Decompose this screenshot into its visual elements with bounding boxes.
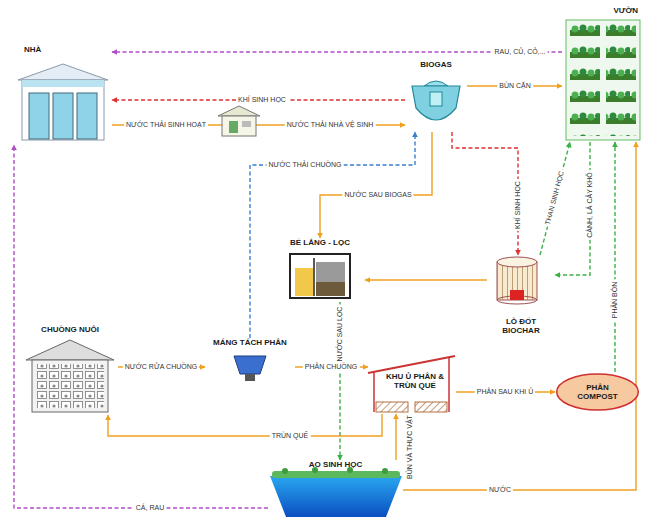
node-label: AO SINH HỌC [309, 460, 362, 469]
flow-label: THAN SINH HỌC [543, 168, 566, 227]
flow-label: RAU, CỦ, CỎ,... [493, 48, 548, 56]
compost-shed-icon [368, 356, 455, 412]
flow-label: PHÂN CHUỒNG [303, 363, 360, 371]
biogas-tank-icon [412, 81, 460, 120]
ellipse-shape [557, 374, 639, 410]
flow-label: BÙN VÀ THỰC VẬT [406, 413, 414, 481]
compost-ellipse: PHÂN COMPOST [555, 372, 640, 412]
barn-node: CHUỒNG NUÔI [22, 325, 118, 415]
flow-label: NƯỚC [487, 486, 513, 494]
pond-node: AO SINH HỌC [268, 460, 403, 518]
manure-separator-icon [234, 356, 266, 381]
node-label: LÒ ĐỐT BIOCHAR [490, 317, 552, 335]
flow-label: PHÂN SAU KHI Ủ [475, 388, 535, 396]
node-label: NHÀ [24, 45, 41, 54]
flow-arrow [108, 414, 382, 436]
node-label: PHÂN COMPOST [568, 383, 628, 401]
biochar-kiln-icon [497, 257, 537, 304]
node-label: VƯỜN [613, 6, 638, 15]
flow-arrow [403, 142, 636, 490]
flow-arrow [395, 414, 396, 460]
node-label: CHUỒNG NUÔI [41, 325, 99, 334]
biochar-kiln-node: LÒ ĐỐT BIOCHAR [487, 255, 555, 335]
flow-label: NƯỚC THẢI SINH HOẠT [124, 121, 208, 129]
flow-label: PHÂN BÓN [611, 280, 619, 321]
barn-icon [26, 340, 114, 412]
flow-arrow [14, 145, 268, 508]
biogas-node: BIOGAS [405, 60, 467, 132]
house-node: NHÀ [12, 45, 112, 145]
flow-label: NƯỚC SAU LỌC [336, 305, 344, 364]
node-label: MÁNG TÁCH PHÂN [213, 338, 287, 347]
flow-label: CÀNH, LÁ CÂY KHÔ [586, 170, 594, 240]
flow-label: CÁ, RAU [134, 504, 166, 512]
garden-node: VƯỜN [562, 6, 642, 142]
compost-shed-node: KHU Ủ PHÂN & TRÙN QUẾ [368, 352, 456, 414]
flow-arrow [614, 142, 615, 372]
garden-icon [566, 20, 640, 140]
flow-label: KHÍ SINH HỌC [236, 96, 288, 104]
flow-arrow [320, 132, 432, 238]
house-icon [18, 64, 108, 140]
flow-note: NƯỚC THẢI NHÀ VỆ SINH [285, 121, 376, 129]
node-label: BỂ LẮNG - LỌC [290, 238, 350, 247]
flow-label: KHÍ SINH HỌC [514, 179, 522, 231]
flow-arrow [540, 142, 570, 255]
flow-label: BÙN CẶN [497, 82, 533, 90]
flow-label: NƯỚC THẢI CHUỒNG [267, 161, 344, 169]
flow-label: TRÙN QUẾ [270, 432, 311, 440]
settling-tank-icon [290, 254, 350, 298]
flow-label: NƯỚC SAU BIOGAS [342, 191, 413, 199]
flow-arrow [250, 132, 415, 338]
flow-label: NƯỚC RỬA CHUỒNG [123, 363, 199, 371]
settling-tank-node: BỂ LẮNG - LỌC [275, 238, 365, 302]
separator-node: MÁNG TÁCH PHÂN [205, 338, 295, 383]
pond-icon [270, 467, 402, 517]
node-label: BIOGAS [420, 60, 452, 69]
flow-arrow [555, 142, 590, 275]
toilet-icon [218, 106, 260, 136]
flow-arrow [452, 132, 518, 255]
flow-arrow [365, 279, 487, 280]
node-label: KHU Ủ PHÂN & TRÙN QUẾ [382, 372, 448, 390]
